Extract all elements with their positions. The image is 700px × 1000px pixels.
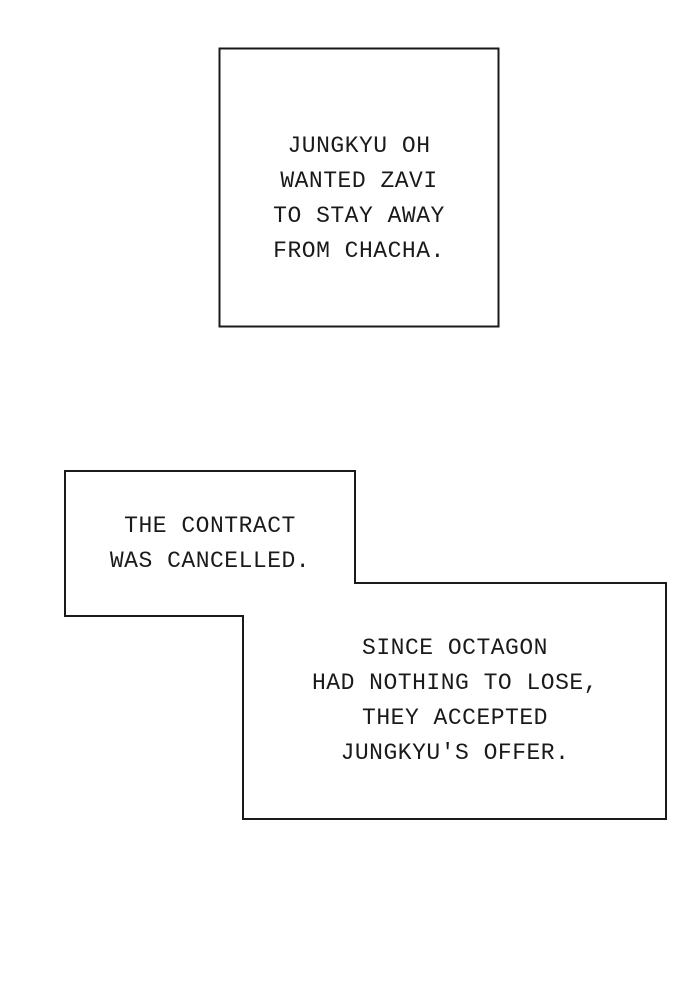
caption-text-3: SINCE OCTAGON HAD NOTHING TO LOSE, THEY … <box>244 631 666 771</box>
caption-1-line-3: TO STAY AWAY <box>273 203 445 229</box>
caption-1-line-1: JUNGKYU OH <box>287 133 431 159</box>
caption-text-2: THE CONTRACT WAS CANCELLED. <box>66 509 354 579</box>
caption-box-2-3 <box>64 470 667 820</box>
caption-3-line-2: HAD NOTHING TO LOSE, <box>311 670 599 696</box>
caption-2-line-2: WAS CANCELLED. <box>109 548 311 574</box>
caption-3-line-4: JUNGKYU'S OFFER. <box>340 740 570 766</box>
caption-1-line-2: WANTED ZAVI <box>280 168 438 194</box>
caption-1-line-4: FROM CHACHA. <box>273 238 445 264</box>
caption-3-line-1: SINCE OCTAGON <box>362 635 548 661</box>
caption-2-line-1: THE CONTRACT <box>124 513 296 539</box>
caption-text-1: JUNGKYU OH WANTED ZAVI TO STAY AWAY FROM… <box>220 129 498 269</box>
caption-box-1 <box>218 47 500 328</box>
caption-3-line-3: THEY ACCEPTED <box>362 705 548 731</box>
